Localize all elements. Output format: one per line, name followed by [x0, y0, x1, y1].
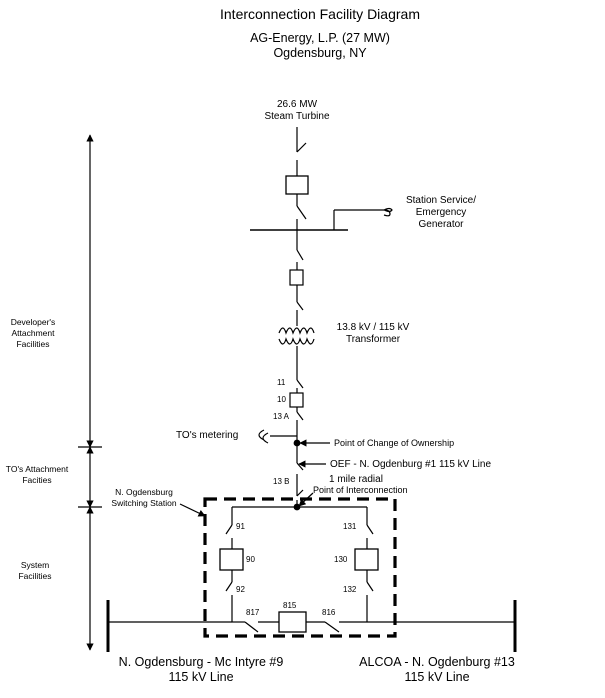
- disconnect-11: [296, 379, 304, 389]
- system-section-label-1: System: [20, 560, 50, 570]
- switching-station-label-2: Switching Station: [111, 498, 177, 508]
- switch-13b-label: 13 B: [273, 477, 290, 486]
- to-attachment-label-2: Facities: [22, 475, 52, 485]
- metering-label: TO's metering: [176, 430, 239, 441]
- breaker-130-label: 130: [334, 555, 348, 564]
- diagram-subtitle-1: AG-Energy, L.P. (27 MW): [250, 31, 390, 45]
- left-line-name: N. Ogdensburg - Mc Intyre #9: [118, 655, 284, 669]
- developer-section-label-1: Developer's: [10, 317, 56, 327]
- to-attachment-label-1: TO's Attachment: [5, 464, 69, 474]
- breaker-90: [219, 548, 244, 571]
- switch-13a-label: 13 A: [273, 412, 290, 421]
- station-service-symbol: [383, 207, 393, 217]
- ownership-label: Point of Change of Ownership: [334, 438, 455, 448]
- breaker-generator: [285, 175, 309, 195]
- disconnect-gen-top: [296, 142, 307, 153]
- switching-station-label-1: N. Ogdensburg: [115, 487, 173, 497]
- switch-817-label: 817: [246, 608, 260, 617]
- switch-816-label: 816: [322, 608, 336, 617]
- poi-label: Point of Interconnection: [313, 485, 408, 495]
- breaker-upper: [289, 269, 304, 286]
- developer-section-label-2: Attachment: [11, 328, 55, 338]
- disconnect-91: [225, 524, 233, 535]
- switching-station-arrow: [179, 503, 206, 517]
- disconnect-13a: [296, 411, 304, 421]
- disconnect-upper: [296, 249, 304, 261]
- station-service-label-1: Station Service/: [405, 195, 477, 206]
- transformer-primary: [278, 327, 315, 335]
- oef-line-radial: 1 mile radial: [329, 474, 383, 485]
- point-of-interconnection-dot: [293, 503, 301, 511]
- disconnect-mid: [296, 301, 304, 311]
- breaker-90-label: 90: [246, 555, 255, 564]
- disconnect-92: [225, 581, 233, 592]
- breaker-10-label: 10: [277, 395, 286, 404]
- switch-91-label: 91: [236, 522, 245, 531]
- disconnect-13b-lower: [296, 489, 304, 497]
- switch-131-label: 131: [343, 522, 357, 531]
- poi-arrow: [298, 492, 314, 507]
- right-line-voltage: 115 kV Line: [404, 670, 470, 684]
- station-service-label-2: Emergency: [415, 207, 467, 218]
- disconnect-816: [324, 621, 340, 633]
- right-line-name: ALCOA - N. Ogdenburg #13: [359, 655, 515, 669]
- breaker-815: [278, 611, 307, 633]
- transformer-secondary: [278, 337, 315, 345]
- metering-ct: [258, 429, 297, 444]
- disconnect-131: [366, 524, 374, 535]
- generator-rating: 26.6 MW: [276, 99, 318, 110]
- breaker-130: [354, 548, 379, 571]
- station-service-label-3: Generator: [418, 219, 464, 230]
- transformer-rating: 13.8 kV / 115 kV: [336, 322, 410, 333]
- diagram-title: Interconnection Facility Diagram: [220, 6, 420, 22]
- transformer-label: Transformer: [345, 334, 401, 345]
- switch-11-label: 11: [277, 378, 286, 387]
- developer-section-label-3: Facilities: [16, 339, 50, 349]
- point-of-change-dot: [293, 439, 301, 447]
- system-section-label-2: Facilities: [18, 571, 52, 581]
- switch-132-label: 132: [343, 585, 357, 594]
- disconnect-132: [366, 581, 374, 592]
- oef-line-label: OEF - N. Ogdenburg #1 115 kV Line: [330, 459, 492, 470]
- breaker-10: [289, 392, 304, 408]
- left-line-voltage: 115 kV Line: [168, 670, 234, 684]
- generator-type: Steam Turbine: [264, 111, 330, 122]
- breaker-815-label: 815: [283, 601, 297, 610]
- disconnect-gen-bottom: [296, 205, 307, 220]
- diagram-subtitle-2: Ogdensburg, NY: [273, 46, 367, 60]
- switch-92-label: 92: [236, 585, 245, 594]
